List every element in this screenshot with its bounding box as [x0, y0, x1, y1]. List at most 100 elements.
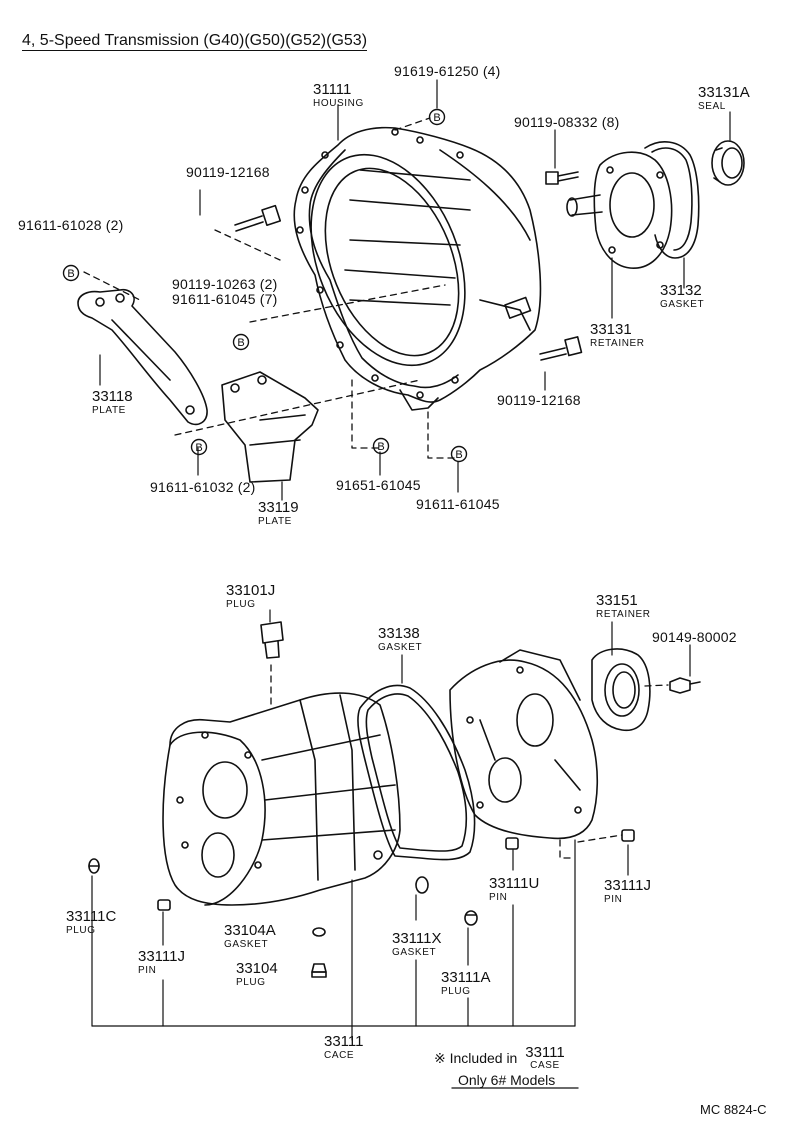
bolt-marker-circle-icon: B: [62, 264, 80, 282]
label-90119-12168-top: 90119-12168: [186, 164, 270, 180]
bolt-90119-12168-top-part: [234, 204, 282, 232]
top-leader-lines: [99, 79, 731, 501]
bolt-marker-circle-icon: B: [232, 333, 250, 351]
case-33111-part: [162, 692, 401, 906]
part-name: PLUG: [441, 986, 471, 997]
plug-33101J-part: [260, 621, 284, 659]
bolt-marker: B: [450, 445, 468, 467]
pin-33111U-part: [505, 837, 519, 850]
part-name: PLATE: [92, 405, 126, 416]
label-90119-10263: 90119-10263 (2): [172, 276, 278, 292]
label-91611-61045: 91611-61045: [416, 496, 500, 512]
bolt-marker: B: [372, 437, 390, 459]
label-33104A: 33104A GASKET: [224, 923, 276, 950]
svg-text:B: B: [455, 449, 462, 461]
label-90149-80002: 90149-80002: [652, 629, 737, 645]
plate-33118-part: [77, 288, 208, 426]
bolt-marker-circle-icon: B: [190, 438, 208, 456]
part-name: PIN: [489, 892, 508, 903]
part-number: 33119: [258, 499, 299, 516]
part-name: RETAINER: [590, 338, 645, 349]
bolt-marker: B: [190, 438, 208, 460]
diagram-code: MC 8824-C: [700, 1102, 767, 1117]
bolt-marker-circle-icon: B: [450, 445, 468, 463]
part-name: GASKET: [392, 947, 437, 958]
gasket-33132-part: [644, 141, 700, 259]
part-name: GASKET: [224, 939, 269, 950]
label-33111-case: 33111 CACE: [324, 1034, 364, 1061]
label-33101J: 33101J PLUG: [226, 583, 275, 610]
part-name: PLUG: [226, 599, 256, 610]
footnote-part-number: 33111: [525, 1044, 565, 1061]
plug-33104-part: [311, 963, 327, 978]
bolt-90149-80002-part: [669, 677, 701, 694]
diagram-title: 4, 5-Speed Transmission (G40)(G50)(G52)(…: [22, 32, 368, 51]
svg-text:B: B: [433, 112, 440, 124]
part-name: RETAINER: [596, 609, 651, 620]
footnote-models: Only 6# Models: [458, 1072, 556, 1088]
label-33111U: 33111U PIN: [489, 876, 539, 903]
bottom-dashed-leaders: [559, 684, 669, 859]
bolt-marker: B: [232, 333, 250, 355]
label-90119-12168-right: 90119-12168: [497, 392, 581, 408]
bolt-marker-circle-icon: B: [372, 437, 390, 455]
part-number: 33131A: [698, 84, 750, 101]
label-33151: 33151 RETAINER: [596, 593, 651, 620]
bolt-90119-12168-right-part: [539, 336, 583, 361]
part-name: GASKET: [660, 299, 705, 310]
label-33111X: 33111X GASKET: [392, 931, 442, 958]
pin-33111J-left-part: [157, 899, 171, 911]
label-91611-61032: 91611-61032 (2): [150, 479, 256, 495]
plug-33111C-part: [88, 858, 100, 874]
label-33131A: 33131A SEAL: [698, 85, 750, 112]
top-dashed-leaders: [83, 117, 456, 459]
label-33118: 33118 PLATE: [92, 389, 133, 416]
footnote-part-name: CASE: [530, 1060, 560, 1071]
part-number: 33111: [324, 1033, 364, 1050]
label-91611-61045-7: 91611-61045 (7): [172, 291, 278, 307]
pin-33111J-right-part: [621, 829, 635, 842]
svg-text:B: B: [195, 442, 202, 454]
part-name: PLATE: [258, 516, 292, 527]
bolt-marker: B: [428, 108, 446, 130]
plate-33119-part: [221, 371, 319, 483]
gasket-33138-part: [357, 684, 476, 861]
part-number: 33118: [92, 388, 133, 405]
label-33138: 33138 GASKET: [378, 626, 422, 653]
svg-text:B: B: [377, 441, 384, 453]
label-33111J-right: 33111J PIN: [604, 878, 651, 905]
bolt-marker-circle-icon: B: [428, 108, 446, 126]
part-name: PIN: [604, 894, 623, 905]
footnote: ※ Included in 33111 CASE: [434, 1045, 565, 1071]
part-number: 33111J: [138, 948, 185, 965]
bottom-bracket-leaders: [91, 609, 691, 1041]
label-33111A: 33111A PLUG: [441, 970, 491, 997]
part-number: 33104: [236, 960, 278, 977]
label-91611-61028: 91611-61028 (2): [18, 217, 124, 233]
part-name: GASKET: [378, 642, 423, 653]
part-number: 33111C: [66, 908, 117, 925]
bolt-90119-08332-part: [545, 171, 579, 185]
seal-33131A-part: [711, 140, 745, 186]
part-number: 33111U: [489, 875, 540, 892]
label-33111J-left: 33111J PIN: [138, 949, 185, 976]
label-33131: 33131 RETAINER: [590, 322, 645, 349]
label-33132: 33132 GASKET: [660, 283, 704, 310]
label-33119: 33119 PLATE: [258, 500, 299, 527]
part-number: 33151: [596, 592, 638, 609]
part-number: 33104A: [224, 922, 276, 939]
part-name: PIN: [138, 965, 157, 976]
plug-33111A-part: [464, 910, 478, 926]
extension-plate-part: [449, 649, 599, 840]
part-name: PLUG: [66, 925, 96, 936]
part-number: 33111J: [604, 877, 651, 894]
label-91651-61045: 91651-61045: [336, 477, 421, 493]
part-number: 33101J: [226, 582, 276, 599]
svg-text:B: B: [237, 337, 244, 349]
label-33111C: 33111C PLUG: [66, 909, 116, 936]
part-name: SEAL: [698, 101, 726, 112]
part-name: HOUSING: [313, 98, 364, 109]
part-name: CACE: [324, 1050, 355, 1061]
